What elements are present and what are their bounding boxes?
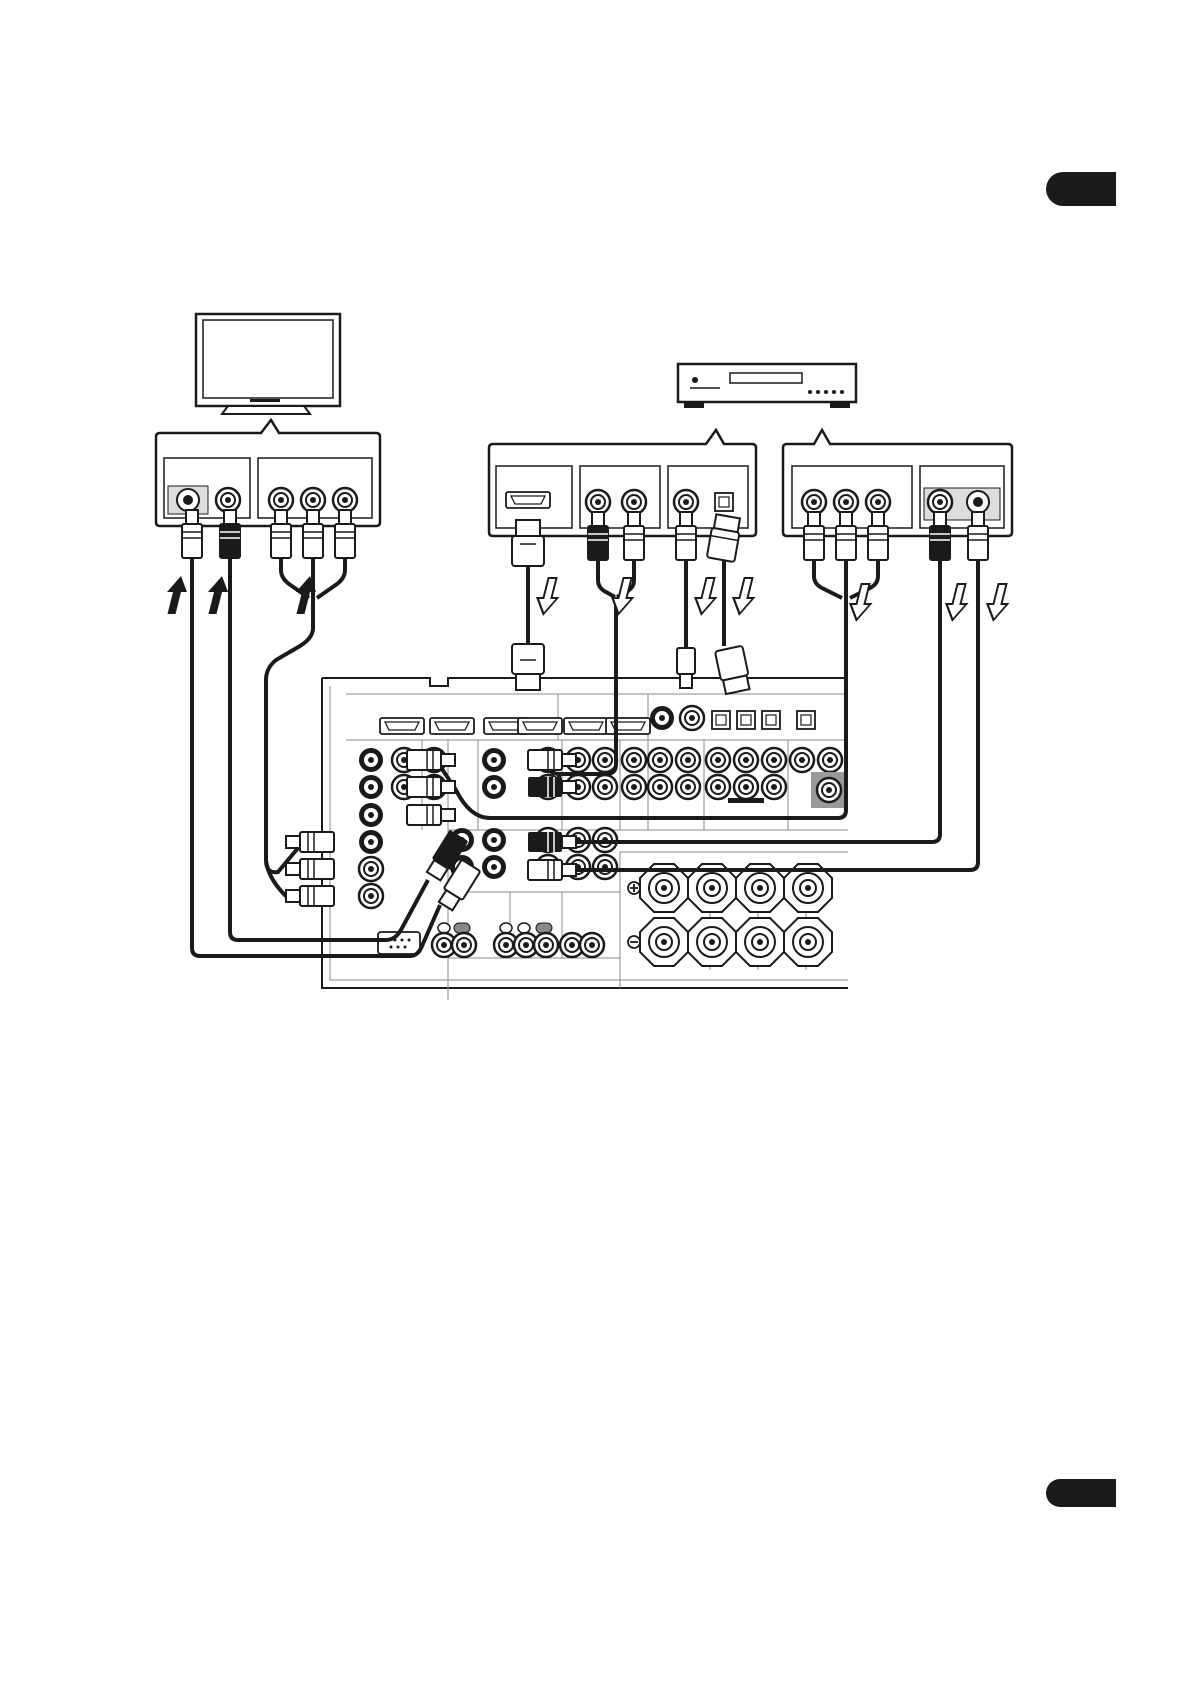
signal-arrows-to-tv	[162, 576, 320, 614]
av-receiver-rear-panel-icon	[322, 678, 848, 1000]
tv-icon	[196, 314, 340, 414]
disc-player-icon	[678, 364, 856, 408]
